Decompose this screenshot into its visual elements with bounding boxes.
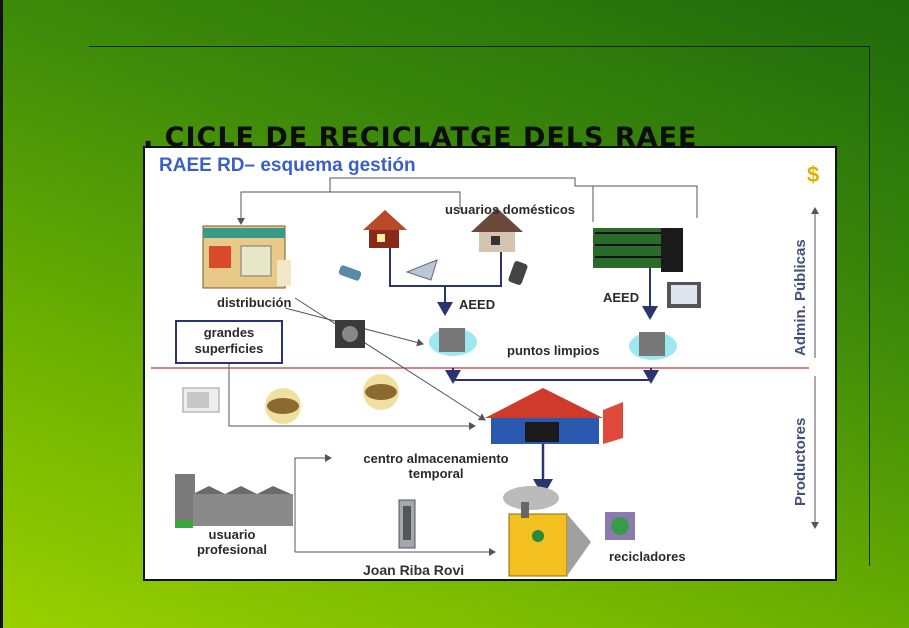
phone-icon-2: [508, 261, 528, 285]
recicladores-label: recicladores: [609, 549, 686, 564]
return-loop-line-3: [593, 185, 698, 218]
camera-icon: [335, 320, 365, 348]
store-icon: [202, 225, 291, 289]
collection-flow: [452, 368, 652, 381]
diagram-heading: RAEE RD– esquema gestión: [159, 155, 416, 176]
admin-publicas-label: Admin. Públicas: [792, 239, 809, 356]
domestic-flow: [389, 248, 502, 287]
professional-flow: [294, 454, 332, 552]
handshake-icon-2: [363, 374, 399, 410]
building-icon: [593, 228, 683, 272]
grandes-line: [228, 364, 476, 430]
distribucion-label: distribución: [217, 295, 292, 310]
house-icon: [363, 210, 407, 248]
professional-buildings-icon: [175, 474, 293, 528]
return-loop-line: [237, 191, 461, 225]
centro-almacenamiento-label: centro almacenamiento temporal: [363, 451, 509, 481]
aeed-left-label: AEED: [459, 297, 496, 312]
recycle-bin-icon: [605, 512, 635, 540]
house-icon-2: [471, 208, 523, 252]
dollar-icon: $: [807, 162, 820, 187]
warehouse-icon: [485, 388, 623, 444]
distribution-line-2: [294, 297, 486, 421]
return-loop-line-2: [329, 177, 594, 222]
tv-icon: [667, 282, 701, 308]
recycling-point-icon-2: [629, 332, 677, 360]
right-rule: [869, 46, 870, 566]
diagram-canvas: [151, 177, 819, 577]
iron-icon: [405, 259, 438, 281]
waste-management-diagram: RAEE RD– esquema gestión usuarios domést…: [143, 146, 837, 581]
server-icon: [398, 499, 416, 549]
top-rule: [89, 46, 869, 47]
phone-icon: [338, 265, 362, 281]
puntos-limpios-label: puntos limpios: [507, 343, 600, 358]
usuarios-domesticos-label: usuarios domésticos: [445, 202, 576, 217]
author-label: Joan Riba Rovi: [363, 562, 465, 578]
factory-icon: [503, 486, 591, 577]
microwave-icon: [182, 387, 220, 413]
handshake-icon: [265, 388, 301, 424]
grandes-superficies-label: grandes superficies: [194, 325, 264, 356]
aeed-right-label: AEED: [603, 290, 640, 305]
usuario-profesional-label: usuario profesional: [196, 527, 268, 557]
recycling-point-icon: [429, 328, 477, 356]
grandes-superficies-box: grandes superficies: [175, 320, 283, 364]
productores-label: Productores: [792, 417, 809, 506]
